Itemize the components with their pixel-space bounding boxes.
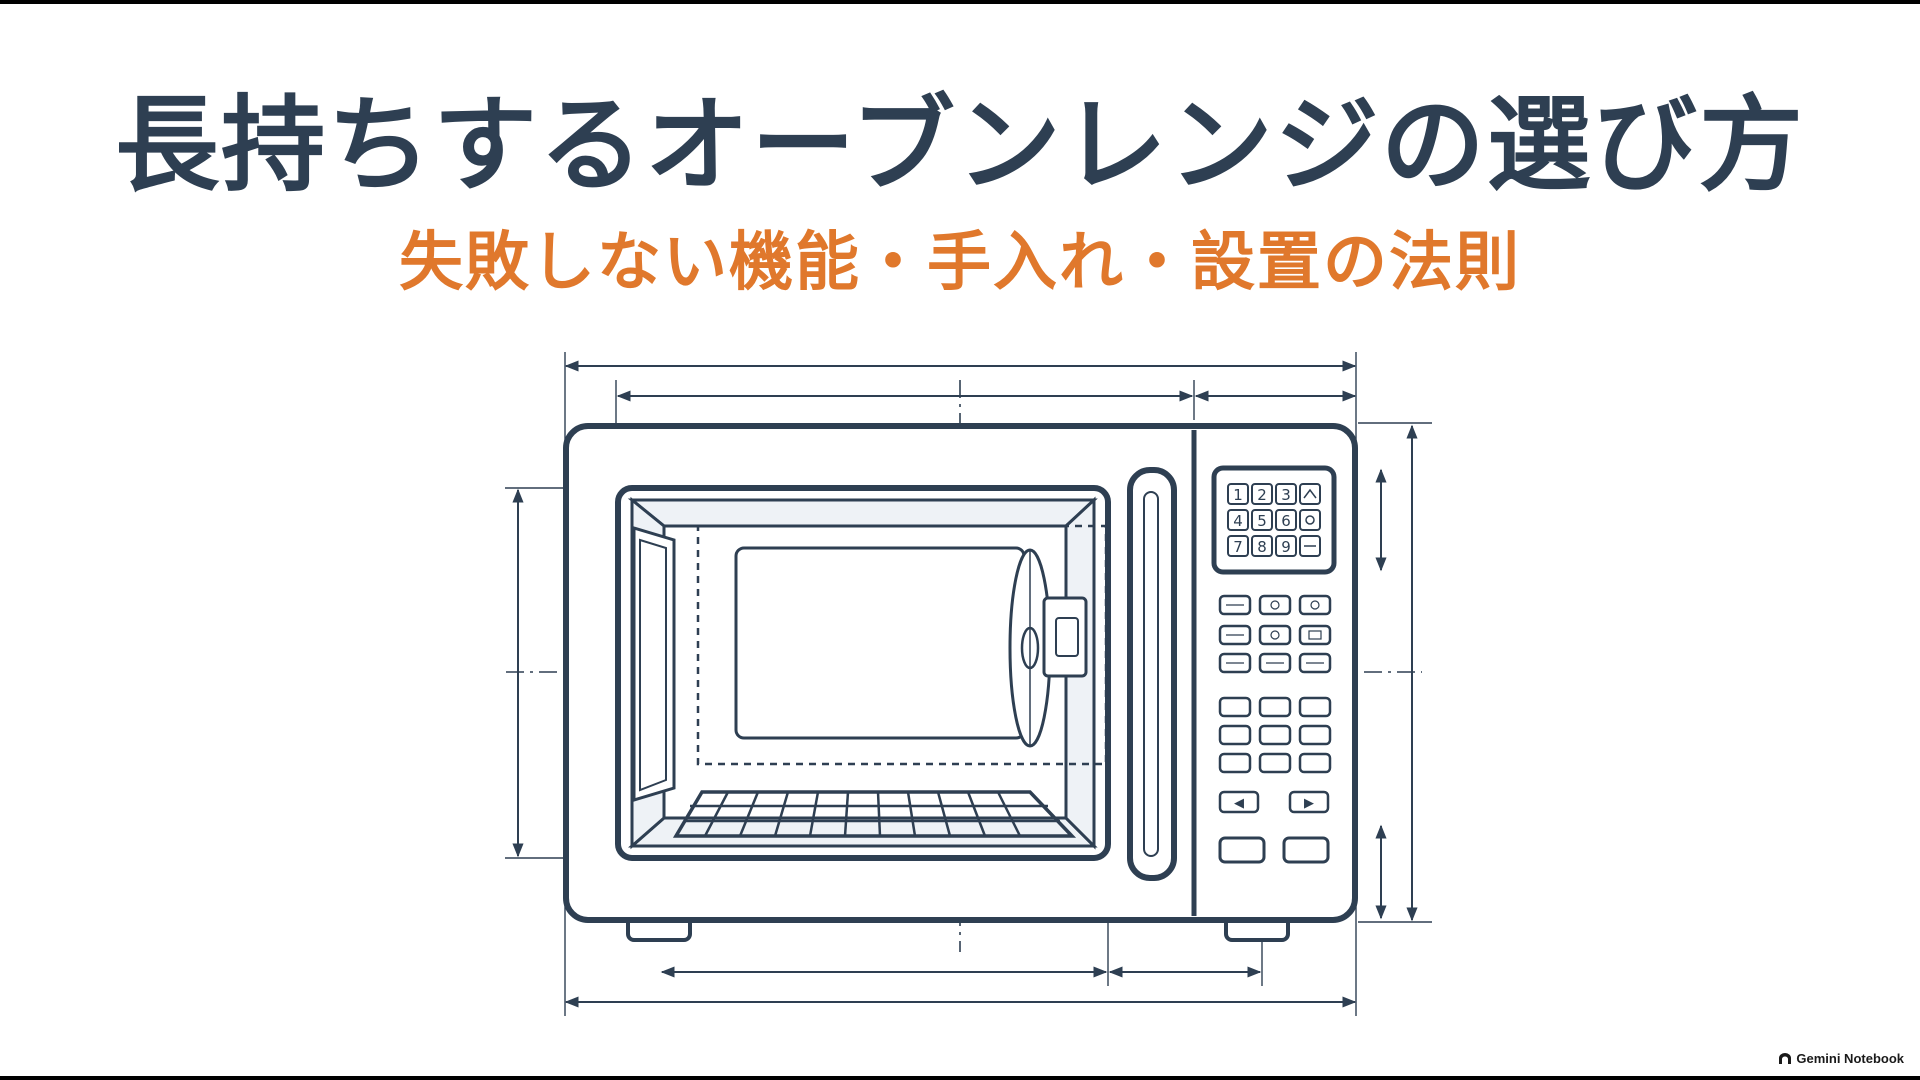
key-4-label: 4 — [1233, 512, 1243, 530]
key-7[interactable] — [1227, 535, 1249, 557]
mode-button-glyphs — [1226, 600, 1324, 664]
door-handle — [1127, 467, 1177, 881]
key-3-label: 3 — [1281, 486, 1291, 504]
glass-tray — [1008, 548, 1088, 748]
key-1[interactable] — [1227, 483, 1249, 505]
panel-button-5[interactable] — [1258, 724, 1292, 746]
slide-title: 長持ちするオーブンレンジの選び方 — [115, 84, 1805, 206]
mode-button-3[interactable] — [1298, 594, 1332, 616]
panel-button-1[interactable] — [1218, 696, 1252, 718]
panel-buttons — [1218, 696, 1332, 774]
panel-button-7[interactable] — [1218, 752, 1252, 774]
mode-buttons — [1218, 594, 1332, 674]
grill-rack — [672, 790, 1077, 838]
arrow-buttons: ◀ ▶ — [1218, 790, 1330, 814]
brand-watermark: Gemini Notebook — [1778, 1051, 1904, 1066]
panel-button-4[interactable] — [1218, 724, 1252, 746]
slide-subtitle: 失敗しない機能・手入れ・設置の法則 — [399, 226, 1521, 300]
key-2-label: 2 — [1257, 486, 1267, 504]
key-9[interactable] — [1275, 535, 1297, 557]
left-arrow-button[interactable] — [1218, 790, 1260, 814]
panel-button-3[interactable] — [1298, 696, 1332, 718]
left-arrow-icon: ◀ — [1234, 796, 1244, 811]
number-keypad: 1 2 3 4 5 6 7 8 9 — [1227, 483, 1321, 557]
key-8[interactable] — [1251, 535, 1273, 557]
panel-button-9[interactable] — [1298, 752, 1332, 774]
key-4[interactable] — [1227, 509, 1249, 531]
mode-button-2[interactable] — [1258, 594, 1292, 616]
panel-button-6[interactable] — [1298, 724, 1332, 746]
mode-button-6[interactable] — [1298, 624, 1332, 646]
key-2[interactable] — [1251, 483, 1273, 505]
key-9-label: 9 — [1281, 538, 1291, 556]
panel-button-2[interactable] — [1258, 696, 1292, 718]
key-5-label: 5 — [1257, 512, 1267, 530]
key-5[interactable] — [1251, 509, 1273, 531]
top-border — [0, 0, 1920, 4]
start-button[interactable] — [1282, 836, 1330, 864]
mode-button-5[interactable] — [1258, 624, 1292, 646]
notebook-logo-icon — [1779, 1052, 1792, 1064]
bottom-border — [0, 1076, 1920, 1080]
key-6[interactable] — [1275, 509, 1297, 531]
key-3[interactable] — [1275, 483, 1297, 505]
right-arrow-icon: ▶ — [1304, 796, 1314, 811]
panel-button-8[interactable] — [1258, 752, 1292, 774]
key-1-label: 1 — [1233, 486, 1243, 504]
stop-button[interactable] — [1218, 836, 1266, 864]
function-key-2[interactable] — [1299, 509, 1321, 531]
start-stop-buttons — [1218, 836, 1330, 864]
right-arrow-button[interactable] — [1288, 790, 1330, 814]
key-7-label: 7 — [1233, 538, 1243, 556]
function-key-1[interactable] — [1299, 483, 1321, 505]
key-8-label: 8 — [1257, 538, 1267, 556]
key-6-label: 6 — [1281, 512, 1291, 530]
brand-label: Gemini Notebook — [1796, 1051, 1904, 1066]
